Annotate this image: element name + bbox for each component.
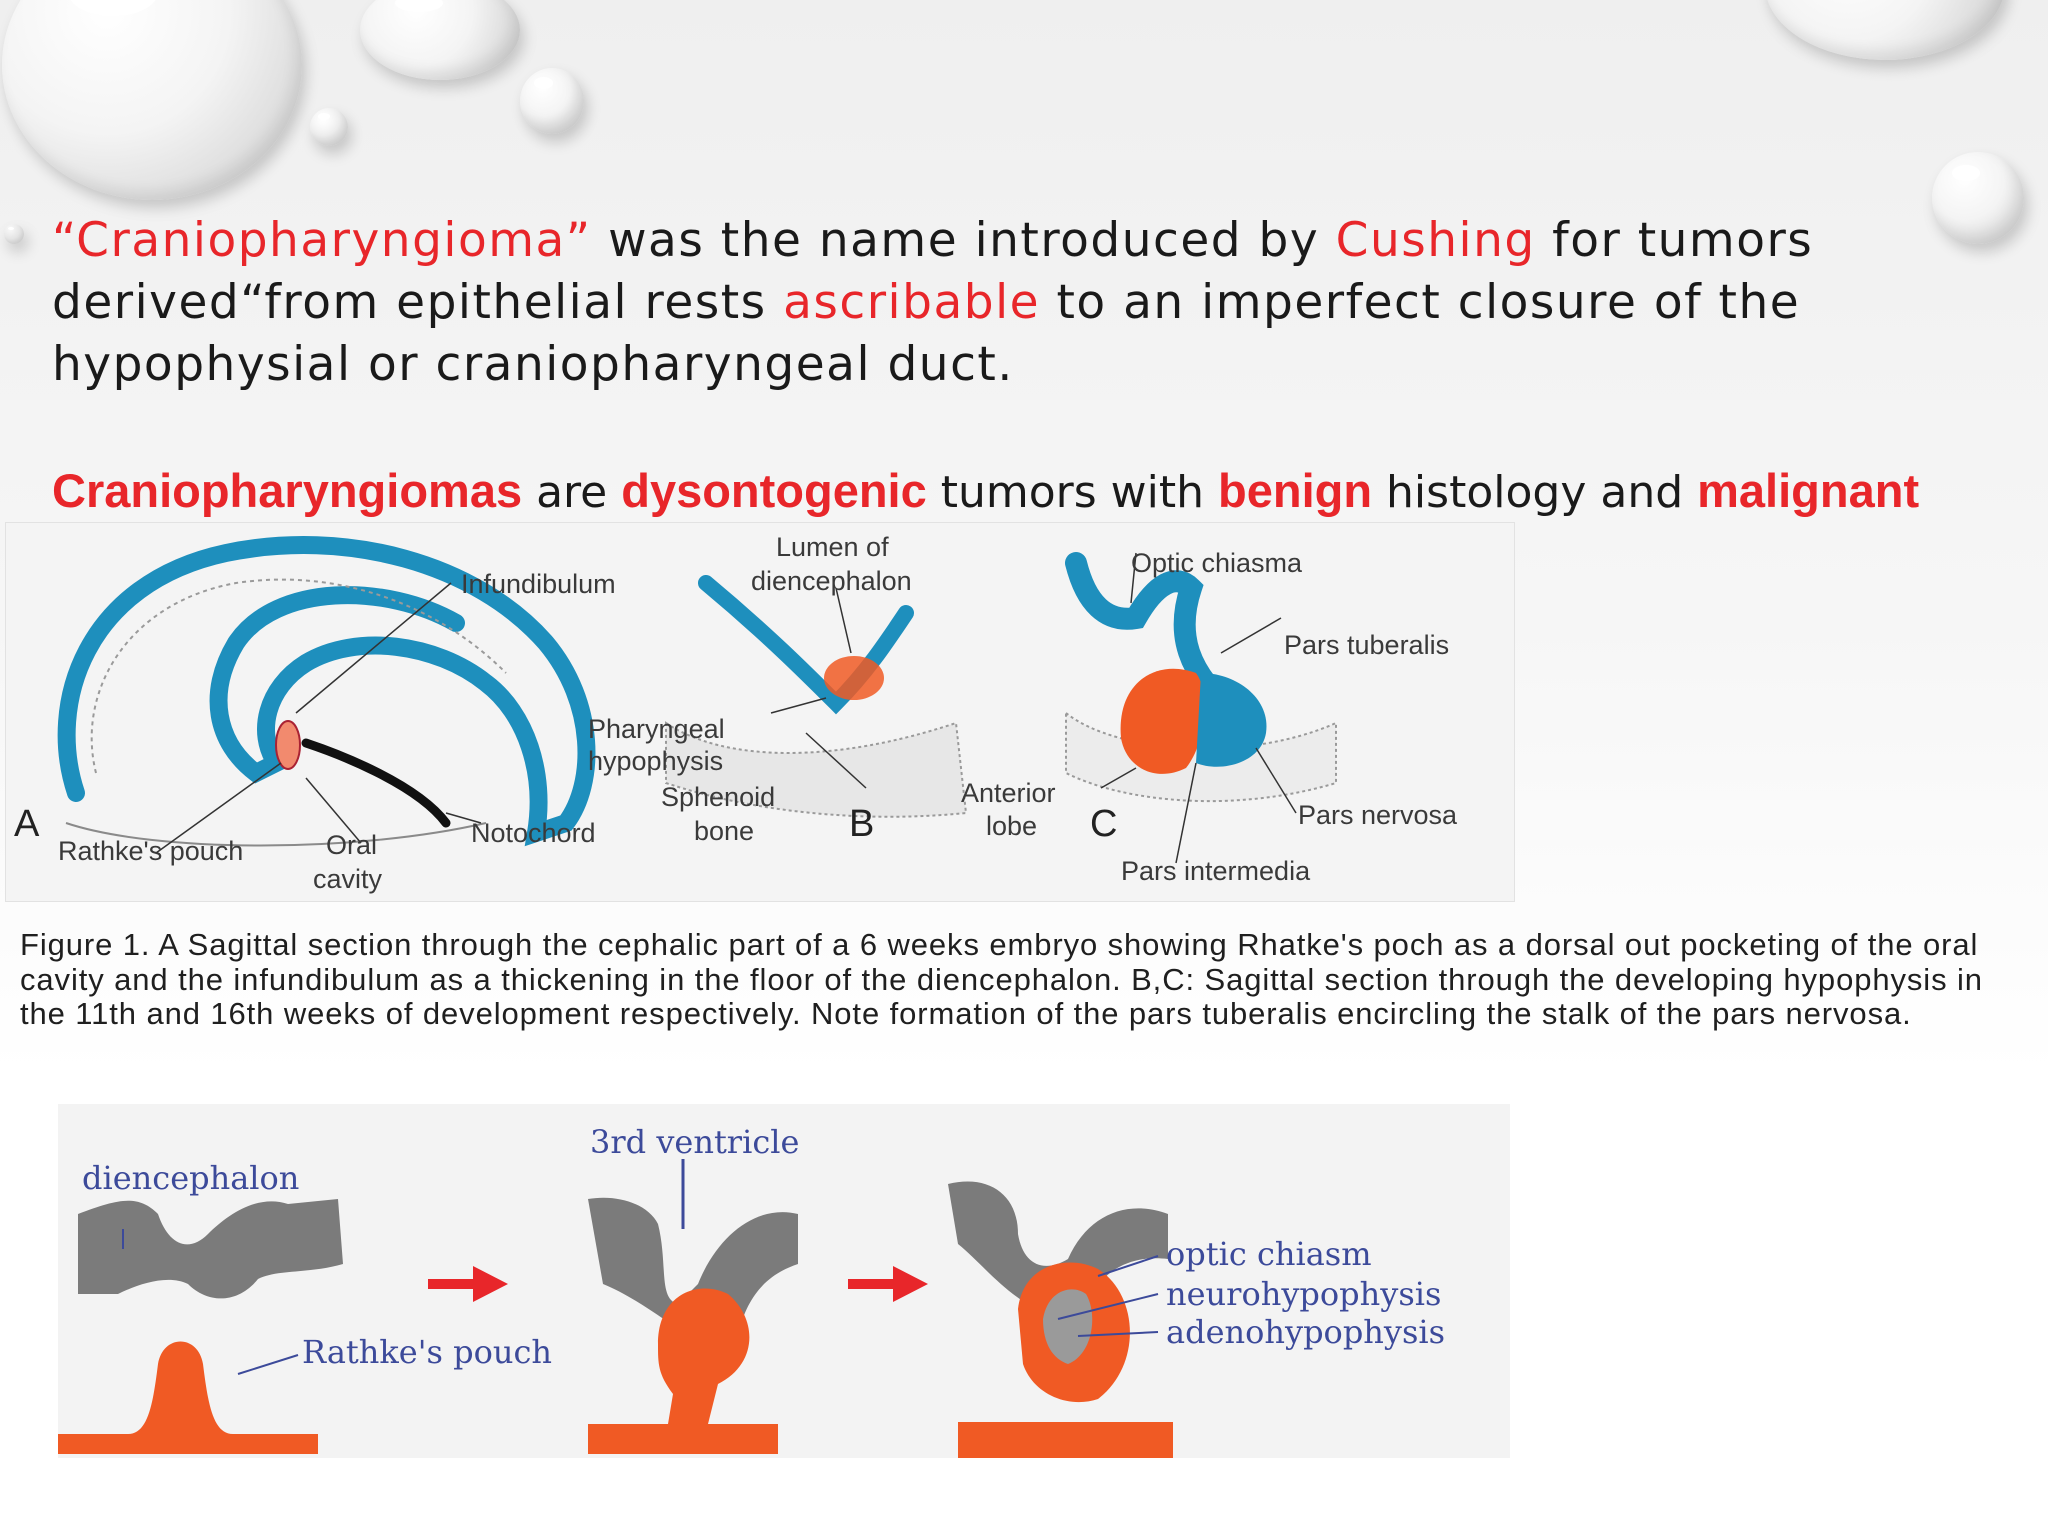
right-arrow-icon (473, 1266, 508, 1302)
water-drop-decoration (520, 68, 584, 134)
label-3rd-ventricle: 3rd ventricle (590, 1123, 800, 1161)
pituitary-development-figure: diencephalon Rathke's pouch 3rd ventricl… (58, 1104, 1510, 1458)
notochord-shape (301, 738, 451, 828)
label-diencephalon: diencephalon (82, 1159, 300, 1197)
right-arrow-icon (893, 1266, 928, 1302)
label-sphenoid: Sphenoid (661, 782, 776, 812)
intro-text-3: to an imperfect closure of the hypophysi… (52, 275, 1801, 392)
label-anterior-lobe: lobe (986, 811, 1038, 841)
label-lumen-of: Lumen of (776, 532, 889, 562)
label-anterior: Anterior (961, 778, 1056, 808)
label-optic-chiasma: Optic chiasma (1131, 548, 1303, 578)
diencephalon-shape-2 (588, 1197, 798, 1344)
water-drop-decoration (310, 108, 348, 146)
figure-1-drawing (57, 536, 1337, 864)
infundibulum-shape-c (1065, 552, 1247, 724)
rathke-pouch-shape (275, 720, 301, 770)
claim-text-tumors-with: tumors with (926, 467, 1219, 518)
label-pharyngeal: Pharyngeal (588, 714, 725, 744)
term-dysontogenic: dysontogenic (621, 464, 927, 517)
label-pars-intermedia: Pars intermedia (1121, 856, 1311, 886)
label-oral: Oral (326, 830, 378, 860)
ectoderm-outline (90, 578, 507, 774)
label-pharyngeal-hypophysis: hypophysis (588, 746, 724, 776)
anterior-lobe-b (824, 656, 884, 700)
embryology-figure-1: Infundibulum Lumen of diencephalon Optic… (5, 522, 1515, 902)
label-optic-chiasm: optic chiasm (1166, 1235, 1372, 1273)
term-benign: benign (1218, 464, 1373, 517)
label-neurohypophysis: neurohypophysis (1166, 1275, 1442, 1313)
label-lumen-diencephalon: diencephalon (751, 566, 912, 596)
water-drop-decoration (4, 224, 24, 244)
diencephalon-shape-1 (78, 1199, 343, 1299)
diencephalon-shape-3 (948, 1181, 1168, 1314)
figure-2-drawing (58, 1159, 1173, 1458)
rathke-pouch-shape-2 (588, 1288, 778, 1454)
anterior-lobe-c (1120, 668, 1205, 774)
claim-text-histology-and: histology and (1372, 467, 1698, 518)
oral-floor-outline (65, 822, 487, 847)
sphenoid-base-shape (958, 1422, 1173, 1458)
sphenoid-bone-b (665, 721, 968, 818)
rathke-pouch-shape-1 (58, 1341, 318, 1454)
intro-paragraph: “Craniopharyngioma” was the name introdu… (52, 210, 1952, 396)
term-ascribable: ascribable (783, 275, 1041, 330)
water-drop-decoration (1932, 152, 2024, 244)
neural-tube-outline (57, 536, 596, 847)
label-adenohypophysis: adenohypophysis (1166, 1313, 1446, 1351)
label-pars-tuberalis: Pars tuberalis (1284, 630, 1450, 660)
claim-text-are: are (522, 467, 622, 518)
label-notochord: Notochord (471, 818, 596, 848)
label-rathkes-pouch-2: Rathke's pouch (302, 1333, 552, 1371)
intro-text-1: was the name introduced by (591, 213, 1336, 268)
claim-line: Craniopharyngiomas are dysontogenic tumo… (52, 462, 2042, 522)
panel-letter-c: C (1090, 803, 1118, 845)
term-craniopharyngiomas: Craniopharyngiomas (52, 464, 523, 517)
term-malignant: malignant (1697, 464, 1920, 517)
water-drop-decoration (360, 0, 520, 80)
pars-nervosa-c (1196, 673, 1267, 767)
figure-1-caption: Figure 1. A Sagittal section through the… (20, 927, 1983, 1031)
label-rathkes-pouch: Rathke's pouch (58, 836, 244, 866)
panel-letter-a: A (14, 803, 40, 845)
label-pars-nervosa: Pars nervosa (1298, 800, 1458, 830)
author-cushing: Cushing (1335, 213, 1536, 268)
term-craniopharyngioma: “Craniopharyngioma” (52, 213, 592, 268)
panel-letter-b: B (849, 803, 875, 845)
infundibulum-shape-b (698, 575, 914, 715)
label-oral-cavity: cavity (313, 864, 383, 894)
label-sphenoid-bone: bone (694, 816, 755, 846)
neurohypophysis-shape (1043, 1289, 1093, 1364)
label-infundibulum: Infundibulum (461, 569, 616, 599)
intro-text-2: for tumors derived“from epithelial rests (52, 213, 1814, 330)
